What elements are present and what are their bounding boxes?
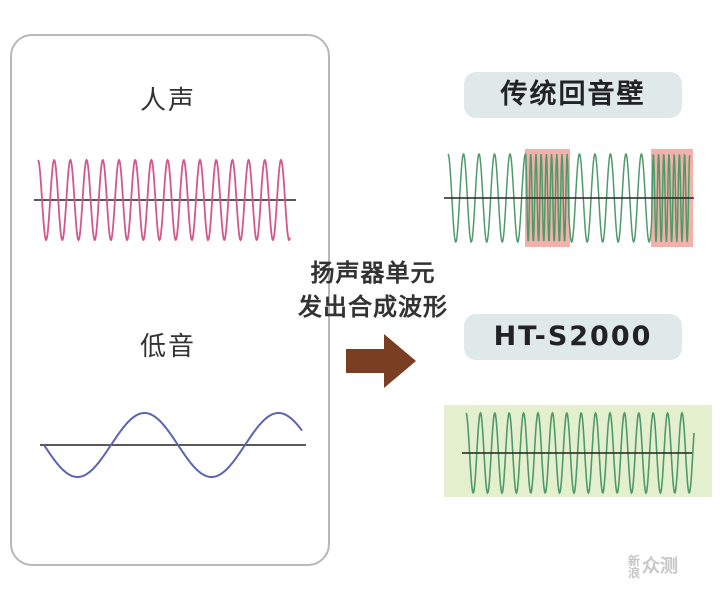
watermark-small-text: 新浪 [628, 554, 641, 580]
right-arrow-icon [346, 334, 416, 388]
ht-s2000-waveform [444, 405, 712, 497]
voice-waveform [34, 158, 296, 242]
watermark-logo: 新浪众测 [628, 552, 678, 579]
voice-label: 人声 [140, 86, 197, 116]
bass-wave-path [43, 411, 303, 479]
synthesis-caption-line2: 发出合成波形 [298, 293, 448, 321]
traditional-waveform [444, 149, 694, 247]
arrow-shape [346, 334, 416, 388]
bass-waveform [40, 411, 306, 479]
watermark-big-text: 众测 [642, 556, 678, 577]
voice-wave-path [37, 158, 291, 242]
bass-label: 低音 [140, 332, 197, 362]
traditional-wave-path [447, 152, 691, 244]
ht-s2000-label: HT-S2000 [464, 314, 682, 360]
source-panel [10, 34, 330, 566]
ht-wave-path [465, 411, 695, 495]
synthesis-caption-line1: 扬声器单元 [310, 259, 436, 287]
traditional-soundbar-label: 传统回音壁 [464, 72, 682, 118]
